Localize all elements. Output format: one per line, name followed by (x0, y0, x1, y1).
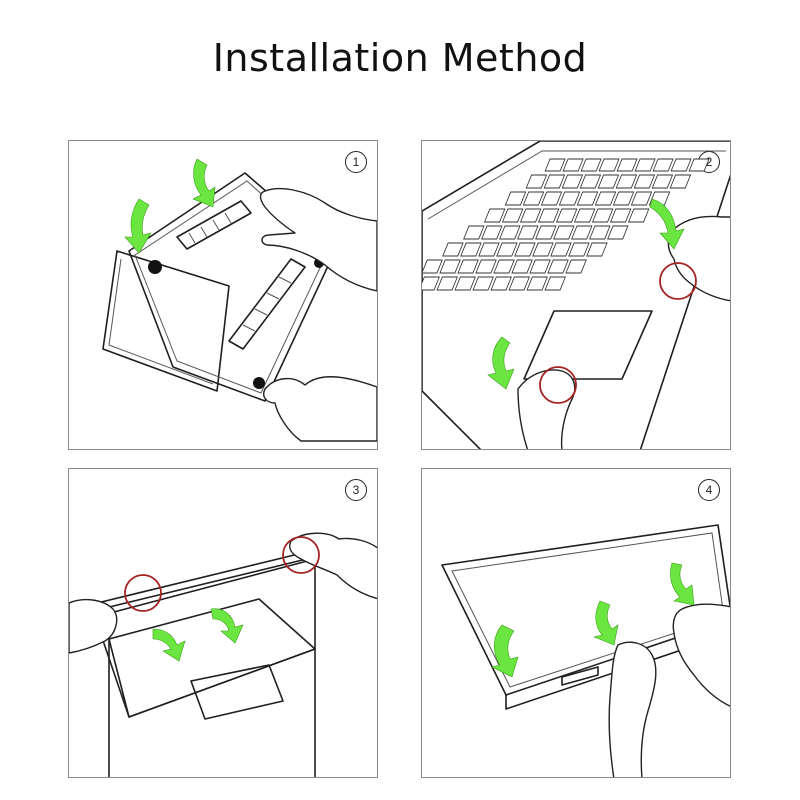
step-number-badge: 1 (345, 151, 367, 173)
top-cover-shell (88, 548, 324, 612)
rubber-foot (253, 377, 265, 389)
green-arrow-icon (192, 158, 216, 208)
hand-illustration (667, 215, 730, 302)
laptop-top-case (422, 141, 730, 449)
laptop-lid-covered (441, 524, 730, 696)
bottom-case-shell (128, 172, 336, 402)
vent-grille-left (176, 200, 252, 250)
step-number-badge: 3 (345, 479, 367, 501)
hand-illustration (69, 598, 118, 654)
step-1-illustration (102, 158, 377, 442)
step-3-illustration (69, 532, 377, 777)
keyboard (422, 158, 710, 291)
green-arrow-icon (491, 624, 519, 678)
step-panel-1: 1 (68, 140, 378, 450)
green-arrow-icon (487, 336, 515, 390)
green-arrow-icon (649, 198, 685, 250)
trackpad (523, 310, 653, 380)
red-circle-highlight (124, 574, 162, 612)
green-arrow-icon (670, 562, 695, 606)
vent-grille-right (228, 258, 306, 350)
trackpad (190, 664, 284, 720)
step-panel-3: 3 (68, 468, 378, 778)
hand-illustration (263, 376, 377, 442)
hand-illustration (517, 369, 576, 449)
step-2-illustration (422, 141, 730, 449)
page-title: Installation Method (212, 36, 588, 80)
hand-illustration (672, 603, 730, 707)
green-arrow-icon (593, 600, 619, 646)
red-circle-highlight (539, 366, 577, 404)
red-circle-highlight (659, 262, 697, 300)
notch (561, 666, 599, 686)
hand-illustration (608, 641, 657, 777)
hand-illustration (259, 188, 377, 292)
green-arrow-icon (210, 608, 244, 644)
step-number-badge: 4 (698, 479, 720, 501)
step-panel-2: 2 (421, 140, 731, 450)
rubber-foot (148, 260, 162, 274)
green-arrow-icon (124, 198, 152, 254)
step-panel-4: 4 (421, 468, 731, 778)
laptop-lid (102, 250, 230, 392)
red-circle-highlight (282, 536, 320, 574)
green-arrow-icon (152, 628, 186, 662)
step-4-illustration (441, 524, 730, 777)
hand-illustration (289, 532, 377, 600)
